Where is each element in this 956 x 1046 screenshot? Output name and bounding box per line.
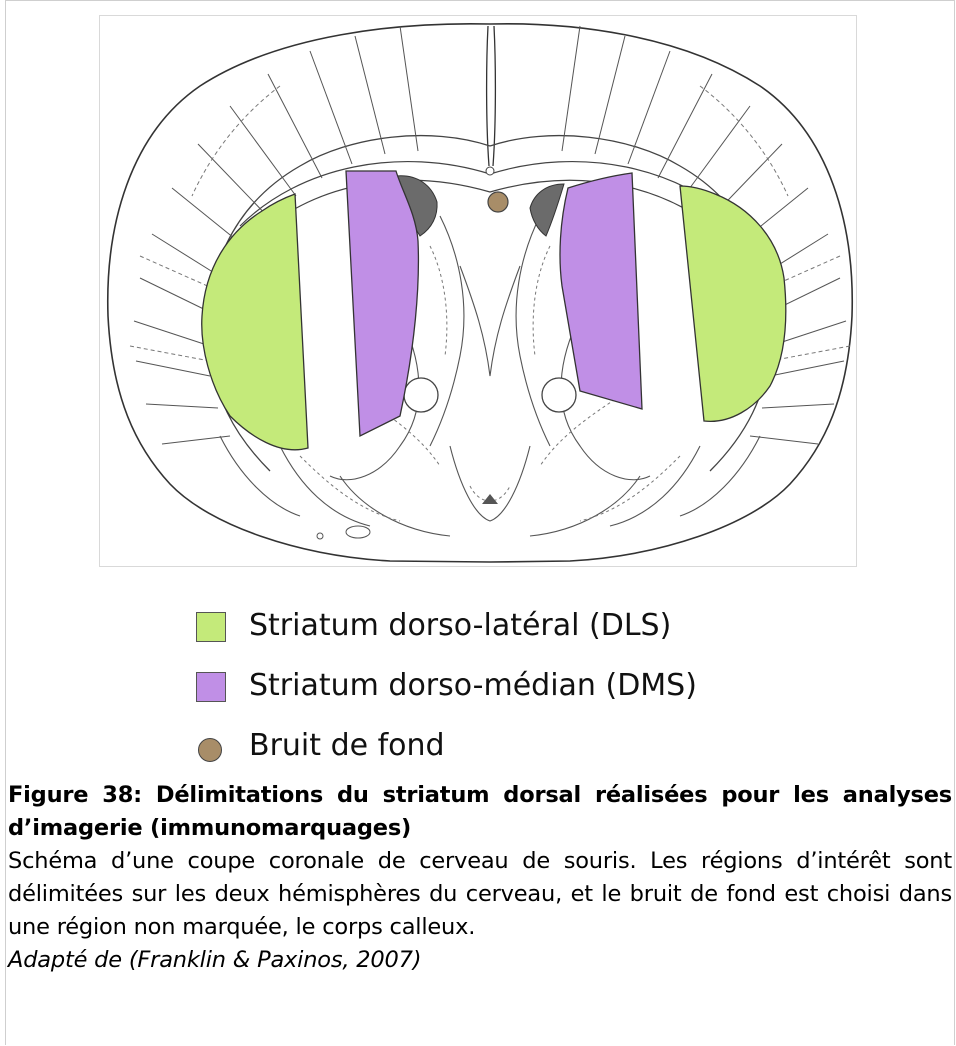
dms-color-swatch <box>196 672 226 702</box>
caption-body: Schéma d’une coupe coronale de cerveau d… <box>8 845 952 944</box>
legend-label-dls: Striatum dorso-latéral (DLS) <box>249 606 671 646</box>
legend-label-dms: Striatum dorso-médian (DMS) <box>249 666 697 706</box>
caption-title: Figure 38: Délimitations du striatum dor… <box>8 779 952 845</box>
background-color-dot <box>198 738 222 762</box>
brain-section-figure <box>99 15 857 567</box>
brain-coronal-section-diagram <box>100 16 858 568</box>
figure-caption: Figure 38: Délimitations du striatum dor… <box>8 779 952 977</box>
legend-label-background: Bruit de fond <box>249 726 445 766</box>
background-roi-marker <box>488 192 508 212</box>
dls-color-swatch <box>196 612 226 642</box>
caption-source: Adapté de (Franklin & Paxinos, 2007) <box>8 944 952 977</box>
